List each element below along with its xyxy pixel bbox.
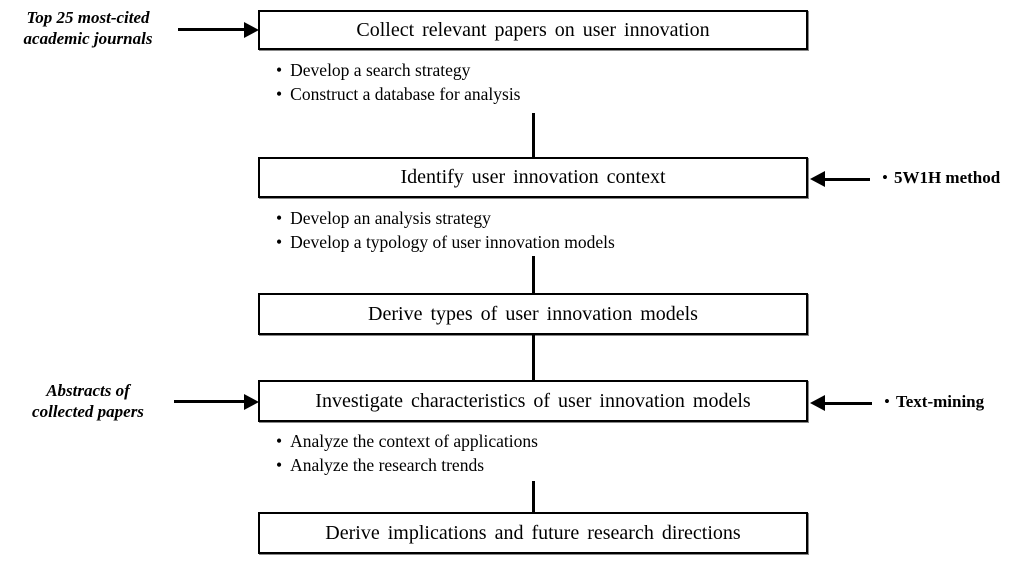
flow-box-identify-context: Identify user innovation context — [258, 157, 808, 198]
bullet-text: Develop an analysis strategy — [290, 208, 491, 228]
bullet-marker: • — [276, 208, 283, 228]
bullet-item: • Develop an analysis strategy — [276, 206, 796, 230]
input-label-abstracts: Abstracts of collected papers — [14, 380, 162, 422]
bullet-text: Develop a typology of user innovation mo… — [290, 232, 615, 252]
method-label-5w1h-text: 5W1H method — [893, 168, 1001, 187]
bullet-item: • Construct a database for analysis — [276, 82, 796, 106]
bullet-item: • Analyze the context of applications — [276, 429, 796, 453]
bullet-group-analyze: • Analyze the context of applications • An… — [276, 429, 796, 477]
flow-box-collect-papers: Collect relevant papers on user innovati… — [258, 10, 808, 50]
arrow-head-right-icon — [244, 22, 259, 38]
bullet-marker: • — [276, 232, 283, 252]
input-label-abstracts-line2: collected papers — [32, 402, 144, 421]
arrow-line-abstracts — [174, 400, 244, 403]
bullet-text: Construct a database for analysis — [290, 84, 521, 104]
bullet-text: Analyze the context of applications — [290, 431, 538, 451]
arrow-line-5w1h — [825, 178, 870, 181]
flow-box-identify-context-label: Identify user innovation context — [400, 166, 666, 188]
arrow-line-journals — [178, 28, 244, 31]
bullet-item: • Analyze the research trends — [276, 453, 796, 477]
bullet-marker: • — [884, 392, 890, 411]
connector-line-1 — [532, 113, 535, 157]
bullet-marker: • — [276, 84, 283, 104]
arrow-head-left-icon — [810, 395, 825, 411]
bullet-group-search: • Develop a search strategy • Construct a … — [276, 58, 796, 106]
method-label-5w1h: • 5W1H method — [882, 168, 1000, 188]
bullet-marker: • — [276, 431, 283, 451]
bullet-item: • Develop a search strategy — [276, 58, 796, 82]
flow-box-collect-papers-label: Collect relevant papers on user innovati… — [356, 18, 710, 41]
arrow-line-textmining — [825, 402, 872, 405]
flow-box-derive-implications-label: Derive implications and future research … — [325, 521, 741, 544]
flow-box-derive-implications: Derive implications and future research … — [258, 512, 808, 554]
method-label-textmining: • Text-mining — [884, 392, 984, 412]
arrow-head-left-icon — [810, 171, 825, 187]
bullet-marker: • — [276, 60, 283, 80]
input-label-journals: Top 25 most-cited academic journals — [4, 7, 172, 49]
connector-line-4 — [532, 481, 535, 512]
bullet-text: Develop a search strategy — [290, 60, 471, 80]
bullet-item: • Develop a typology of user innovation m… — [276, 230, 796, 254]
input-label-abstracts-line1: Abstracts of — [46, 381, 130, 400]
input-label-journals-line2: academic journals — [23, 29, 153, 48]
arrow-head-right-icon — [244, 394, 259, 410]
method-label-textmining-text: Text-mining — [895, 392, 985, 411]
bullet-marker: • — [276, 455, 283, 475]
input-label-journals-line1: Top 25 most-cited — [26, 8, 150, 27]
flow-box-investigate-characteristics-label: Investigate characteristics of user inno… — [315, 389, 751, 412]
flow-box-derive-types: Derive types of user innovation models — [258, 293, 808, 335]
flow-box-derive-types-label: Derive types of user innovation models — [368, 302, 698, 325]
bullet-marker: • — [882, 168, 888, 187]
bullet-group-analysis: • Develop an analysis strategy • Develop a… — [276, 206, 796, 254]
connector-line-3 — [532, 335, 535, 380]
connector-line-2 — [532, 256, 535, 293]
bullet-text: Analyze the research trends — [290, 455, 484, 475]
flow-box-investigate-characteristics: Investigate characteristics of user inno… — [258, 380, 808, 422]
